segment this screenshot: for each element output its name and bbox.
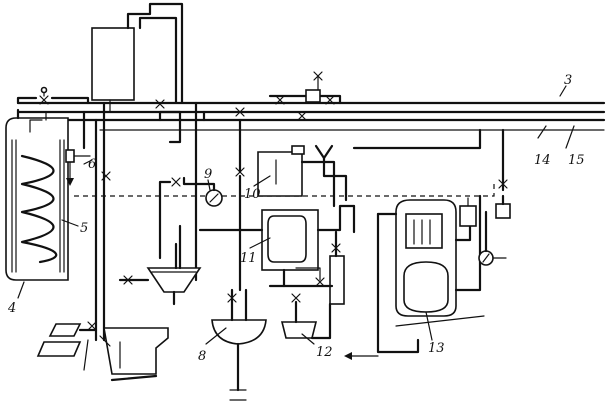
outlet-arrow — [344, 352, 379, 360]
upper-tank — [91, 2, 184, 113]
callout-5: 5 — [80, 221, 88, 236]
header-fittings — [235, 71, 335, 121]
main-pipe-lines — [16, 94, 606, 131]
right-supply — [314, 128, 482, 305]
vertical-risers — [82, 99, 206, 342]
right-instruments — [459, 128, 511, 266]
basins — [211, 284, 334, 401]
heater-unit — [5, 108, 69, 281]
callout-15: 15 — [568, 153, 585, 168]
callout-13: 13 — [428, 341, 445, 356]
tank-10 — [235, 118, 305, 292]
callout-4: 4 — [7, 301, 16, 316]
gauge-9 — [158, 176, 223, 260]
callout-3: 3 — [564, 73, 572, 88]
callout-labels: 3 4 5 6 8 9 10 11 12 13 14 15 — [7, 73, 585, 364]
lower-left-vessel — [36, 321, 169, 382]
callout-6: 6 — [88, 157, 96, 172]
callout-9: 9 — [204, 167, 212, 182]
callout-11: 11 — [240, 251, 257, 266]
leader-lines — [17, 85, 575, 345]
separator-11 — [198, 160, 356, 288]
header-valve — [16, 86, 90, 105]
callout-8: 8 — [198, 349, 206, 364]
element-6 — [65, 149, 91, 186]
callout-10: 10 — [244, 187, 261, 202]
control-line — [74, 180, 495, 197]
callout-12: 12 — [316, 345, 333, 360]
funnel — [118, 224, 202, 306]
callout-14: 14 — [534, 153, 551, 168]
